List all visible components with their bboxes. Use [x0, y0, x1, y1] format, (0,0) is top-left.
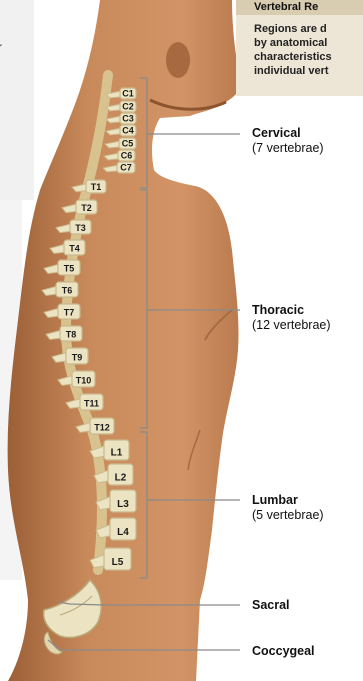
info-line-4: individual vert — [254, 64, 363, 78]
left-edge-text: r — [0, 40, 2, 54]
info-box-text: Regions are d by anatomical characterist… — [254, 22, 363, 78]
vertebra-label: T6 — [62, 286, 73, 296]
label-sacral-name: Sacral — [252, 598, 290, 613]
vertebra-label: C1 — [122, 89, 134, 99]
vertebra-label: C4 — [122, 126, 134, 136]
label-coccygeal-name: Coccygeal — [252, 644, 315, 659]
vertebra-label: C6 — [121, 151, 133, 161]
label-cervical-name: Cervical — [252, 126, 324, 141]
vertebra-label: L5 — [112, 557, 124, 568]
label-thoracic-count: (12 vertebrae) — [252, 318, 331, 333]
background-panel — [0, 0, 34, 200]
vertebra-label: T5 — [64, 264, 75, 274]
vertebra-label: T1 — [91, 182, 102, 192]
vertebra-label: T3 — [75, 223, 86, 233]
vertebra-label: T8 — [66, 330, 77, 340]
vertebra-label: T10 — [76, 375, 92, 385]
vertebra-label: C5 — [122, 139, 134, 149]
vertebra-label: T2 — [81, 203, 92, 213]
vertebra-label: L4 — [117, 527, 129, 538]
info-line-1: Regions are d — [254, 22, 363, 36]
label-lumbar-count: (5 vertebrae) — [252, 508, 324, 523]
vertebra-label: L2 — [115, 472, 127, 483]
label-cervical: Cervical (7 vertebrae) — [252, 126, 324, 156]
label-coccygeal: Coccygeal — [252, 644, 315, 659]
vertebra-label: T7 — [64, 308, 75, 318]
vertebra-label: C3 — [122, 114, 134, 124]
ear — [166, 42, 190, 78]
vertebra-label: C7 — [120, 163, 132, 173]
info-line-3: characteristics — [254, 50, 363, 64]
vertebra-label: T9 — [72, 352, 83, 362]
vertebra-label: L3 — [117, 499, 129, 510]
label-cervical-count: (7 vertebrae) — [252, 141, 324, 156]
info-box-title: Vertebral Re — [236, 0, 363, 15]
label-thoracic: Thoracic (12 vertebrae) — [252, 303, 331, 333]
info-box: Vertebral Re Regions are d by anatomical… — [236, 0, 363, 96]
label-lumbar: Lumbar (5 vertebrae) — [252, 493, 324, 523]
label-sacral: Sacral — [252, 598, 290, 613]
info-line-2: by anatomical — [254, 36, 363, 50]
vertebra-label: C2 — [122, 102, 134, 112]
label-thoracic-name: Thoracic — [252, 303, 331, 318]
vertebra-label: T12 — [94, 422, 110, 432]
vertebra-label: L1 — [111, 448, 123, 459]
vertebra-label: T11 — [84, 398, 99, 408]
label-lumbar-name: Lumbar — [252, 493, 324, 508]
vertebra-label: T4 — [69, 244, 80, 254]
